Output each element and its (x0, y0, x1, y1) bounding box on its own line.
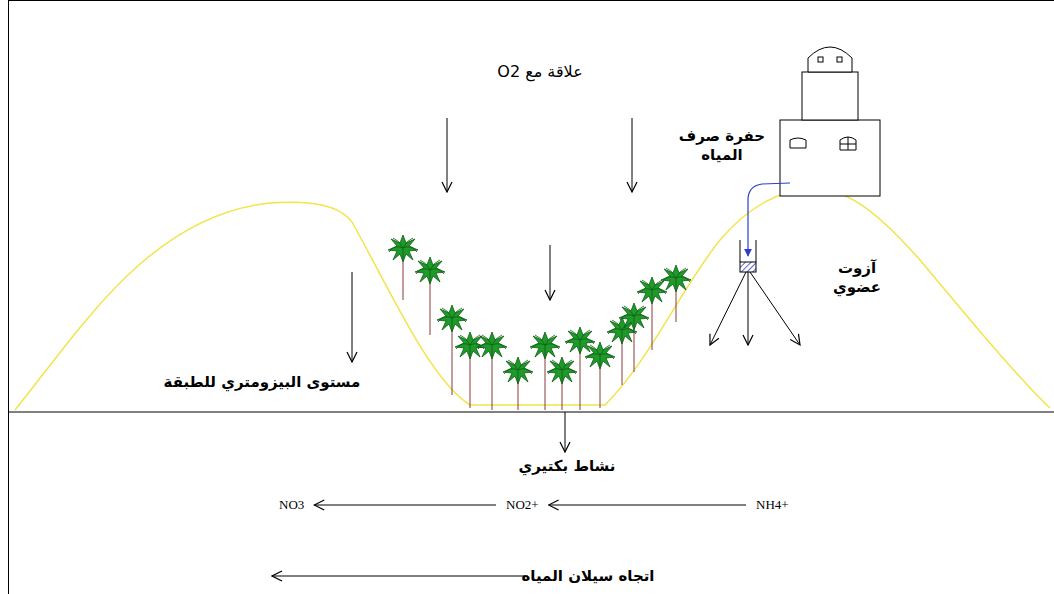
chemical-species: NO2+ (502, 495, 543, 515)
species-formula: NH4+ (756, 497, 789, 512)
chemical-species: NH4+ (752, 495, 793, 515)
species-formula: NO3 (279, 497, 304, 512)
annotation-label: مستوى البيزومتري للطبقة (164, 373, 361, 392)
reaction-arrow (314, 505, 496, 506)
reaction-arrow (549, 505, 746, 506)
annotation-label: آزوت عضوي (819, 259, 895, 297)
annotation-label: علاقة مع O2 (497, 62, 582, 82)
annotation-label: اتجاه سيلان المياه (521, 567, 654, 586)
annotation-label: نشاط بكتيري (518, 457, 615, 476)
chemical-species: NO3 (275, 495, 308, 515)
species-formula: NO2+ (506, 497, 539, 512)
annotation-label: حفرة صرف المياه (672, 127, 772, 165)
